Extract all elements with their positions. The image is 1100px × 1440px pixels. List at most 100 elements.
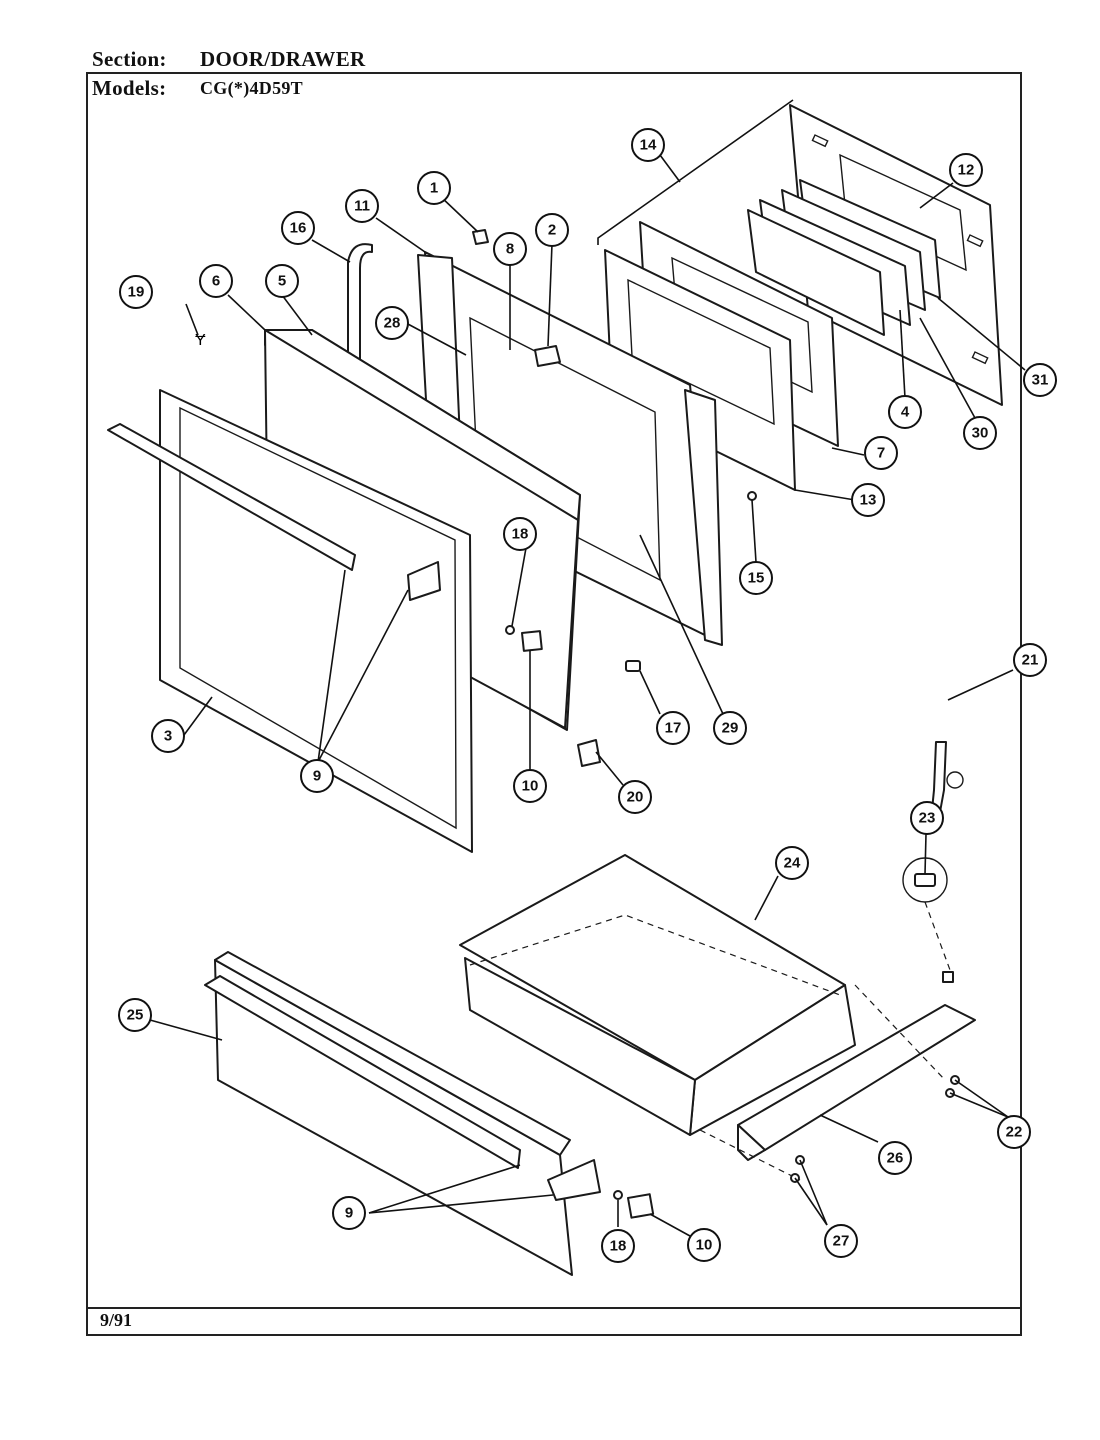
callout-label: 18 xyxy=(512,526,529,543)
models-label: Models: xyxy=(92,76,167,100)
callout-3: 3 xyxy=(151,719,185,753)
callout-circle xyxy=(1013,643,1047,677)
callout-circle xyxy=(963,416,997,450)
callout-circle xyxy=(151,719,185,753)
callout-label: 12 xyxy=(958,162,975,179)
callout-circle xyxy=(824,1224,858,1258)
part-24-drawer-front-wall xyxy=(464,957,696,1136)
callout-label: 3 xyxy=(164,728,172,745)
callout-label: 10 xyxy=(696,1237,713,1254)
callout-15: 15 xyxy=(739,561,773,595)
callout-circle xyxy=(535,213,569,247)
callout-circle xyxy=(300,759,334,793)
callout-4: 4 xyxy=(888,395,922,429)
callout-label: 28 xyxy=(384,315,401,332)
callout-1: 1 xyxy=(417,171,451,205)
callout-label: 20 xyxy=(627,789,644,806)
part-3-window xyxy=(179,406,457,830)
part-9-handle xyxy=(107,423,356,571)
callout-circle xyxy=(601,1229,635,1263)
callout-14: 14 xyxy=(631,128,665,162)
part-11-side-rail-right xyxy=(684,389,723,646)
callout-circle xyxy=(618,780,652,814)
callout-circle xyxy=(199,264,233,298)
callout-label: 8 xyxy=(506,241,514,258)
diagram-frame xyxy=(86,72,1022,1336)
part-21-hinge xyxy=(931,741,947,813)
callout-circle xyxy=(997,1115,1031,1149)
part-4-glass-front xyxy=(747,209,885,336)
callout-label: 1 xyxy=(430,180,438,197)
part-2-clip xyxy=(534,345,561,367)
part-9-drawer-bracket xyxy=(547,1159,601,1201)
callout-label: 6 xyxy=(212,273,220,290)
callout-circle xyxy=(417,171,451,205)
callout-16: 16 xyxy=(281,211,315,245)
part-10-drawer-label xyxy=(627,1193,655,1219)
callout-8: 8 xyxy=(493,232,527,266)
callout-circle xyxy=(739,561,773,595)
part-18-screw xyxy=(505,625,515,635)
callout-circle xyxy=(345,189,379,223)
callout-label: 7 xyxy=(877,445,885,462)
callout-27: 27 xyxy=(824,1224,858,1258)
part-25-drawer-top xyxy=(214,951,571,1156)
callout-17: 17 xyxy=(656,711,690,745)
callout-31: 31 xyxy=(1023,363,1057,397)
callout-21: 21 xyxy=(1013,643,1047,677)
callout-circle xyxy=(503,517,537,551)
callout-22: 22 xyxy=(997,1115,1031,1149)
callout-label: 9 xyxy=(313,768,321,785)
callout-label: 18 xyxy=(610,1238,627,1255)
callout-circle xyxy=(375,306,409,340)
callout-30: 30 xyxy=(963,416,997,450)
callout-circle xyxy=(118,998,152,1032)
callout-circle xyxy=(513,769,547,803)
part-18-drawer-screw xyxy=(613,1190,623,1200)
callout-label: 22 xyxy=(1006,1124,1023,1141)
callout-label: 9 xyxy=(345,1205,353,1222)
callout-5: 5 xyxy=(265,264,299,298)
callout-13: 13 xyxy=(851,483,885,517)
callout-29: 29 xyxy=(713,711,747,745)
callout-label: 10 xyxy=(522,778,539,795)
part-26-slide-rail-edge xyxy=(737,1124,766,1161)
callout-label: 13 xyxy=(860,492,877,509)
callout-label: 16 xyxy=(290,220,307,237)
callout-7: 7 xyxy=(864,436,898,470)
callout-label: 11 xyxy=(354,198,370,215)
callout-label: 23 xyxy=(919,810,936,827)
callout-circle xyxy=(281,211,315,245)
callout-label: 4 xyxy=(901,404,910,421)
callout-label: 30 xyxy=(972,425,989,442)
callout-circle xyxy=(119,275,153,309)
callout-20: 20 xyxy=(618,780,652,814)
part-10-label xyxy=(521,630,543,652)
part-16-seal xyxy=(347,243,373,361)
section-label: Section: xyxy=(92,47,167,71)
callout-28: 28 xyxy=(375,306,409,340)
callout-circle xyxy=(713,711,747,745)
part-9-bracket xyxy=(407,561,441,601)
callout-circle xyxy=(687,1228,721,1262)
part-9-drawer-handle xyxy=(204,975,521,1169)
callout-label: 5 xyxy=(278,273,286,290)
callout-24: 24 xyxy=(775,846,809,880)
part-19-screw: Ɏ xyxy=(195,332,206,349)
part-20-bracket xyxy=(577,739,601,767)
part-17-clip xyxy=(625,660,641,672)
callout-label: 26 xyxy=(887,1150,904,1167)
callout-label: 27 xyxy=(833,1233,850,1250)
callout-circle xyxy=(864,436,898,470)
callout-label: 24 xyxy=(784,855,801,872)
callout-label: 19 xyxy=(128,284,145,301)
callout-circle xyxy=(1023,363,1057,397)
callout-circle xyxy=(949,153,983,187)
callout-label: 14 xyxy=(640,137,657,154)
callout-circle xyxy=(332,1196,366,1230)
callout-circle xyxy=(851,483,885,517)
part-15-screw xyxy=(747,491,757,501)
callout-12: 12 xyxy=(949,153,983,187)
callout-label: 2 xyxy=(548,222,556,239)
